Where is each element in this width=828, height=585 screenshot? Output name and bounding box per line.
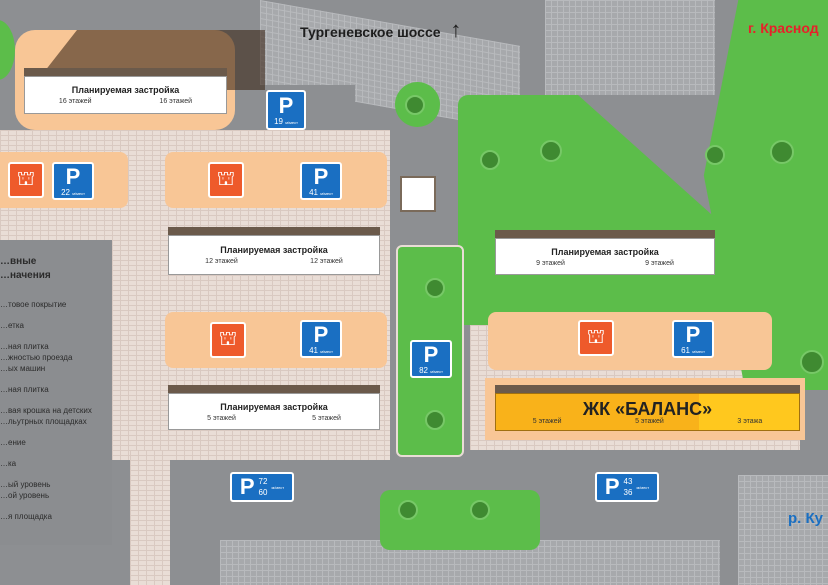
playground-icon: ⛫ <box>208 162 244 198</box>
parking-icon: P <box>604 474 620 499</box>
yard-right <box>488 312 772 370</box>
planned-building-12[interactable]: Планируемая застройка 12 этажей 12 этажей <box>168 235 380 275</box>
bottom-green <box>380 490 540 550</box>
tree-icon <box>770 140 794 164</box>
parking-unit: м/мест <box>636 484 650 490</box>
yard-3 <box>165 312 387 368</box>
legend-title: …вные …начения <box>0 256 51 281</box>
left-green <box>0 20 15 80</box>
building-floors: 5 этажей <box>532 417 562 425</box>
parking-icon: P <box>278 92 294 118</box>
building-floors: 16 этажей <box>58 98 92 105</box>
tree-icon <box>800 350 824 374</box>
legend-item: …ная плитка <box>0 385 49 394</box>
parking-icon: P <box>65 163 81 189</box>
parking-count: 82 <box>419 365 428 375</box>
legend-item: …ная плитка …жностью проезда …ых машин <box>0 342 73 373</box>
city-label: г. Краснод <box>748 20 819 36</box>
parking-count: 43 <box>623 477 633 486</box>
playground-icon: ⛫ <box>8 162 44 198</box>
building-floors: 9 этажей <box>645 259 674 267</box>
river-label: р. Ку <box>788 510 823 527</box>
yard-1 <box>165 152 387 208</box>
tree-icon <box>705 145 725 165</box>
tree-icon <box>398 500 418 520</box>
parking-icon: P <box>239 474 255 499</box>
tree-icon <box>405 95 425 115</box>
planned-building-9[interactable]: Планируемая застройка 9 этажей 9 этажей <box>495 238 715 275</box>
parking-count: 41 <box>309 345 318 355</box>
legend-item: …етка <box>0 321 24 330</box>
parking-unit: м/мест <box>320 348 333 354</box>
legend-item: …вая крошка на детских …льутрных площадк… <box>0 406 92 426</box>
legend-item: …ка <box>0 459 17 468</box>
plaza-bottom-right <box>738 475 828 585</box>
legend-item: …я площадка <box>0 512 52 521</box>
parking-unit: м/мест <box>692 348 705 354</box>
north-arrow-icon: ↑ <box>450 17 462 42</box>
parking-unit: м/мест <box>285 119 298 125</box>
parking-count: 41 <box>309 187 318 197</box>
parking-count: 22 <box>61 187 70 197</box>
tree-icon <box>425 410 445 430</box>
parking-icon: P <box>685 321 701 347</box>
building-floors: 3 этажа <box>737 417 763 425</box>
legend-item: …товое покрытие <box>0 300 67 309</box>
playground-icon: ⛫ <box>578 320 614 356</box>
tree-icon <box>540 140 562 162</box>
parking-icon: P <box>313 321 329 347</box>
white-square <box>400 176 436 212</box>
legend-item: …ение <box>0 438 26 447</box>
building-title: Планируемая застройка <box>71 85 180 95</box>
building-title: Планируемая застройка <box>551 246 659 257</box>
tree-icon <box>425 278 445 298</box>
playground-icon: ⛫ <box>210 322 246 358</box>
building-title: Планируемая застройка <box>220 401 328 412</box>
legend-panel: …вные …начения …товое покрытие …етка …на… <box>0 240 112 545</box>
building-floors: 5 этажей <box>312 414 341 422</box>
building-floors: 9 этажей <box>536 259 565 267</box>
parking-unit: м/мест <box>271 484 285 490</box>
road-name: Тургеневское шоссе <box>300 24 441 40</box>
parking-count: 19 <box>274 116 283 126</box>
planned-building-5[interactable]: Планируемая застройка 5 этажей 5 этажей <box>168 393 380 430</box>
building-floors: 12 этажей <box>205 258 238 265</box>
parking-unit: м/мест <box>320 190 333 196</box>
parking-count: 61 <box>681 345 690 355</box>
parking-unit: м/мест <box>430 368 443 374</box>
pavement-bottom-left <box>130 450 170 585</box>
parking-count: 72 <box>258 477 268 486</box>
building-floors: 5 этажей <box>635 417 664 425</box>
tree-icon <box>480 150 500 170</box>
building-floors: 12 этажей <box>310 258 343 265</box>
parking-icon: P <box>313 163 329 189</box>
parking-count: 60 <box>258 488 268 497</box>
tree-icon <box>470 500 490 520</box>
building-title: Планируемая застройка <box>220 245 328 255</box>
plaza-top-right <box>545 0 715 95</box>
building-floors: 5 этажей <box>207 414 236 422</box>
legend-item: …ый уровень …ой уровень <box>0 480 51 500</box>
parking-count: 36 <box>623 488 633 497</box>
parking-unit: м/мест <box>72 190 85 196</box>
planned-building-16[interactable]: Планируемая застройка 16 этажей 16 этажей <box>24 76 227 114</box>
complex-title: ЖК «БАЛАНС» <box>582 398 713 419</box>
parking-icon: P <box>423 341 439 367</box>
road-label: Тургеневское шоссе ↑ <box>300 17 461 43</box>
building-floors: 16 этажей <box>159 98 193 105</box>
